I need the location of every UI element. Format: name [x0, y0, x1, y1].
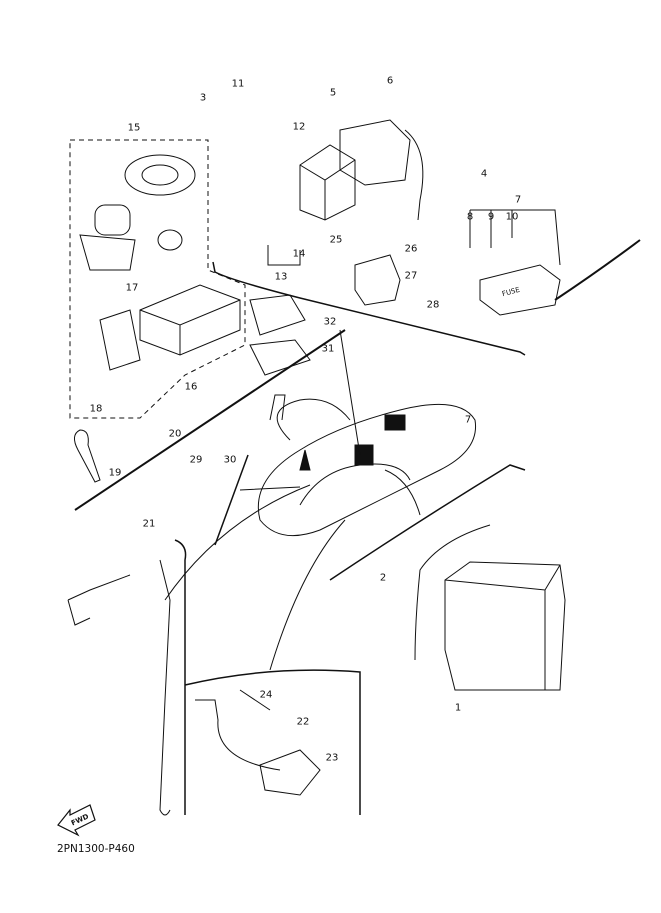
callout-31: 31 — [321, 343, 335, 355]
divider-top — [212, 261, 526, 356]
callout-8: 8 — [466, 211, 474, 223]
callout-25: 25 — [329, 234, 343, 246]
callout-17: 17 — [125, 282, 139, 294]
callout-2: 2 — [379, 572, 387, 584]
turn-relay-25 — [354, 254, 401, 306]
arrow-lines — [164, 329, 421, 671]
callout-4: 4 — [480, 168, 488, 180]
callout-27: 27 — [404, 270, 418, 282]
callout-9: 9 — [487, 211, 495, 223]
callout-6: 6 — [386, 75, 394, 87]
cable-21 — [159, 559, 171, 816]
divider-bottom — [184, 669, 361, 815]
battery-part — [414, 524, 566, 691]
callout-14: 14 — [292, 248, 306, 260]
bracket-13 — [267, 245, 301, 266]
callout-15: 15 — [127, 122, 141, 134]
fwd-arrow-icon — [57, 804, 96, 837]
connector-21 — [67, 574, 131, 626]
callout-10: 10 — [505, 211, 519, 223]
coupler-31-32 — [249, 294, 311, 376]
dashed-box — [69, 139, 246, 419]
callout-22: 22 — [296, 716, 310, 728]
callout-16: 16 — [184, 381, 198, 393]
callout-29: 29 — [189, 454, 203, 466]
wire-5 — [404, 129, 424, 221]
callout-32: 32 — [323, 316, 337, 328]
relay-12 — [299, 144, 356, 221]
callout-24: 24 — [259, 689, 273, 701]
divider-left-low — [174, 539, 187, 815]
callout-5: 5 — [329, 87, 337, 99]
callout-13: 13 — [274, 271, 288, 283]
fuse-box-7 — [479, 264, 561, 316]
divider-mid — [214, 454, 249, 546]
callout-11: 11 — [231, 78, 245, 90]
ecu-part — [139, 284, 241, 356]
callout-7: 7 — [514, 194, 522, 206]
main-switch-part — [74, 154, 196, 483]
callout-18: 18 — [89, 403, 103, 415]
callout-1: 1 — [454, 702, 462, 714]
frame-outline — [257, 394, 477, 537]
part-code: 2PN1300-P460 — [57, 843, 135, 855]
callout-30: 30 — [223, 454, 237, 466]
wire-7 — [554, 239, 641, 301]
divider-left — [74, 329, 346, 511]
callout-3: 3 — [199, 92, 207, 104]
callout-23: 23 — [325, 752, 339, 764]
callout-21: 21 — [142, 518, 156, 530]
callout-12: 12 — [292, 121, 306, 133]
callout-7: 7 — [464, 414, 472, 426]
sensor-22 — [195, 689, 321, 796]
starter-relay-5 — [339, 119, 411, 186]
bracket-7 — [469, 209, 561, 266]
callout-19: 19 — [108, 467, 122, 479]
callout-28: 28 — [426, 299, 440, 311]
callout-20: 20 — [168, 428, 182, 440]
divider-right — [329, 464, 526, 581]
callout-26: 26 — [404, 243, 418, 255]
